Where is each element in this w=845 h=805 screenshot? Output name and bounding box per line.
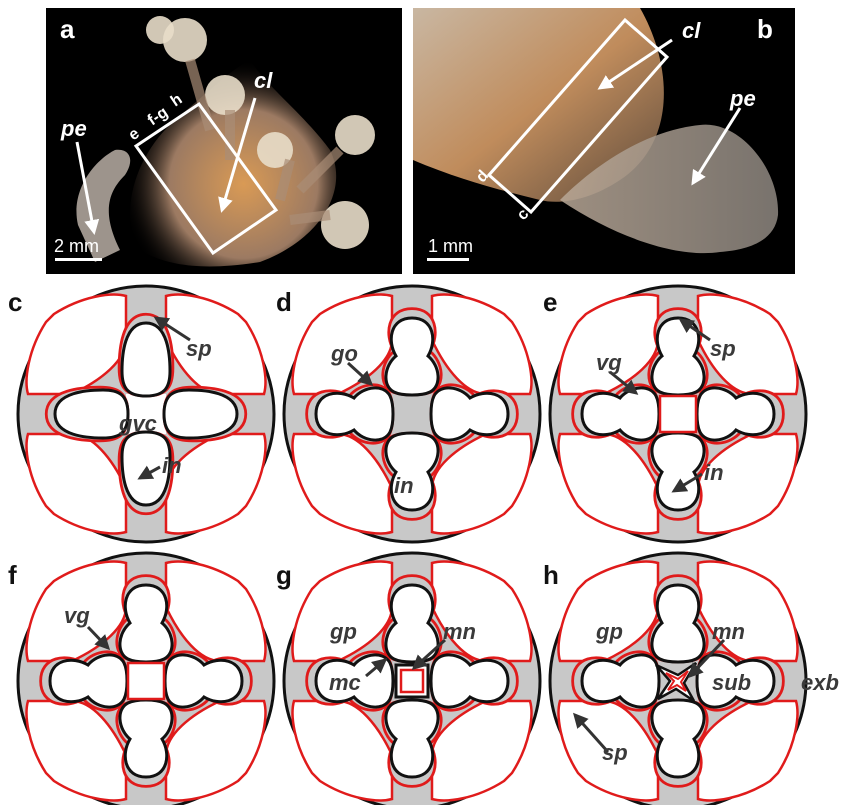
label-mn-h: mn bbox=[712, 619, 745, 645]
panel-label-h: h bbox=[543, 560, 559, 591]
label-pe-b: pe bbox=[730, 86, 756, 112]
lobe-d bbox=[316, 388, 393, 440]
lobe-group-h bbox=[649, 576, 707, 662]
photo-b bbox=[413, 8, 795, 274]
panel-label-f: f bbox=[8, 560, 17, 591]
lobe-f bbox=[120, 585, 172, 662]
lobe-e bbox=[652, 433, 704, 510]
lobe-group-d bbox=[431, 385, 517, 443]
lobe-e bbox=[582, 388, 659, 440]
lobe-e bbox=[697, 388, 774, 440]
lobe-f bbox=[165, 655, 242, 707]
label-sp-e: sp bbox=[710, 336, 736, 362]
lobe-group-c bbox=[164, 387, 246, 441]
photo-a bbox=[46, 8, 402, 274]
lobe-c bbox=[122, 323, 170, 396]
scale-bar-b bbox=[427, 258, 469, 261]
mouth-g bbox=[401, 670, 423, 692]
lobe-group-f bbox=[117, 700, 175, 786]
lobe-group-f bbox=[165, 652, 251, 710]
lobe-f bbox=[120, 700, 172, 777]
label-gp-g: gp bbox=[330, 619, 357, 645]
scale-label-b: 1 mm bbox=[428, 236, 473, 257]
panel-label-d: d bbox=[276, 287, 292, 318]
diagram-g bbox=[284, 553, 540, 805]
central-square-f bbox=[128, 663, 164, 699]
label-gvc-c: gvc bbox=[119, 411, 157, 437]
lobe-group-c bbox=[119, 314, 173, 396]
lobe-g bbox=[386, 585, 438, 662]
lobe-c bbox=[164, 390, 237, 438]
lobe-group-c bbox=[46, 387, 128, 441]
lobe-group-h bbox=[649, 700, 707, 786]
label-gp-h: gp bbox=[596, 619, 623, 645]
lobe-h bbox=[652, 700, 704, 777]
lobe-f bbox=[50, 655, 127, 707]
central-square-e bbox=[660, 396, 696, 432]
label-mc-g: mc bbox=[329, 670, 361, 696]
panel-label-a: a bbox=[60, 14, 74, 45]
lobe-group-e bbox=[649, 309, 707, 395]
lobe-g bbox=[431, 655, 508, 707]
lobe-c bbox=[55, 390, 128, 438]
lobe-h bbox=[652, 585, 704, 662]
diagram-f bbox=[18, 553, 274, 805]
panel-label-e: e bbox=[543, 287, 557, 318]
lobe-group-g bbox=[383, 700, 441, 786]
scale-label-a: 2 mm bbox=[54, 236, 99, 257]
lobe-d bbox=[386, 318, 438, 395]
label-cl-b: cl bbox=[682, 18, 700, 44]
lobe-group-e bbox=[573, 385, 659, 443]
lobe-group-f bbox=[41, 652, 127, 710]
label-vg-f: vg bbox=[64, 603, 90, 629]
label-in-d: in bbox=[394, 473, 414, 499]
lobe-g bbox=[386, 700, 438, 777]
lobe-group-d bbox=[307, 385, 393, 443]
diagram-e bbox=[550, 286, 806, 542]
diagram-d bbox=[284, 286, 540, 542]
label-go-d: go bbox=[331, 341, 358, 367]
label-in-e: in bbox=[704, 460, 724, 486]
label-mn-g: mn bbox=[443, 619, 476, 645]
lobe-group-g bbox=[431, 652, 517, 710]
label-sp-h: sp bbox=[602, 740, 628, 766]
lobe-group-f bbox=[117, 576, 175, 662]
label-cl-a: cl bbox=[254, 68, 272, 94]
panel-label-b: b bbox=[757, 14, 773, 45]
diagram-h bbox=[550, 553, 806, 805]
label-in-c: in bbox=[162, 453, 182, 479]
panel-label-c: c bbox=[8, 287, 22, 318]
panel-label-g: g bbox=[276, 560, 292, 591]
lobe-group-d bbox=[383, 309, 441, 395]
lobe-group-h bbox=[573, 652, 659, 710]
scale-bar-a bbox=[55, 258, 102, 261]
lobe-group-e bbox=[697, 385, 783, 443]
cross-section-diagrams bbox=[18, 286, 806, 805]
lobe-group-g bbox=[383, 576, 441, 662]
label-sub-h: sub bbox=[712, 670, 751, 696]
lobe-d bbox=[431, 388, 508, 440]
label-exb: exb bbox=[801, 670, 839, 696]
label-vg-e: vg bbox=[596, 350, 622, 376]
label-sp-c: sp bbox=[186, 336, 212, 362]
label-pe-a: pe bbox=[61, 116, 87, 142]
lobe-h bbox=[582, 655, 659, 707]
